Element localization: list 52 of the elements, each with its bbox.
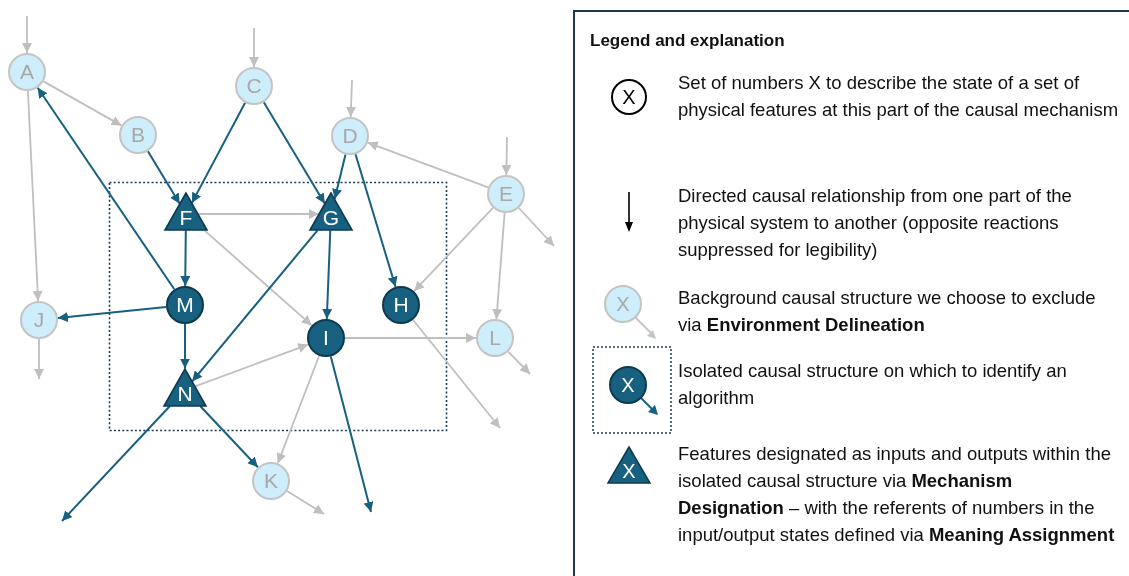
node-letter: M <box>175 294 195 316</box>
symbol-letter: X <box>621 460 637 482</box>
arrow <box>492 212 506 320</box>
arrow <box>366 141 490 189</box>
arrow <box>194 343 310 388</box>
node-letter: L <box>488 327 502 349</box>
node-letter: E <box>498 183 514 205</box>
arrow <box>354 153 398 288</box>
node-letter: F <box>178 207 194 229</box>
legend-text: Directed causal relationship from one part of the physical system to another (opposite reactions suppressed for legibility) <box>678 184 1073 262</box>
symbol-letter: X <box>620 374 636 396</box>
legend-text: Background causal structure we choose to exclude via Environment Delineation <box>678 286 1097 337</box>
node-letter: H <box>392 294 410 316</box>
arrow <box>518 207 555 247</box>
arrow <box>344 333 477 343</box>
arrow <box>286 490 325 515</box>
arrow <box>262 101 326 205</box>
legend-heading: Legend and explanation <box>590 31 785 51</box>
node-letter: I <box>322 327 330 349</box>
arrow <box>413 206 494 293</box>
arrow <box>22 15 32 54</box>
arrow <box>56 305 168 323</box>
node-letter: A <box>19 61 35 83</box>
arrow <box>27 90 43 302</box>
arrow <box>346 79 357 118</box>
arrow <box>203 229 313 327</box>
node-letter: G <box>321 207 341 229</box>
arrow <box>190 101 247 204</box>
arrow <box>197 209 320 219</box>
arrow <box>249 27 259 68</box>
arrow <box>507 350 531 375</box>
arrow <box>180 323 190 370</box>
arrow <box>276 354 321 465</box>
arrow <box>412 318 501 429</box>
arrow <box>332 153 347 200</box>
node-letter: C <box>245 75 263 97</box>
arrow <box>36 86 176 291</box>
node-letter: J <box>32 309 46 331</box>
node-letter: B <box>130 124 146 146</box>
node-letter: K <box>263 470 279 492</box>
arrow <box>42 80 123 127</box>
legend-text: Features designated as inputs and outputs within the isolated causal structure via Mechanism Designation – with the referents of numbers in the input/output states defined via Meaning Assignment <box>678 442 1116 547</box>
arrow <box>501 136 512 176</box>
symbol-letter: X <box>621 86 637 108</box>
legend-text: Isolated causal structure on which to identify an algorithm <box>678 359 1068 410</box>
arrow <box>34 338 44 380</box>
symbol-letter: X <box>615 293 631 315</box>
arrow <box>146 150 181 205</box>
arrow <box>329 355 374 513</box>
node-letter: D <box>341 125 359 147</box>
legend-text: Set of numbers X to describe the state of a set of physical features at this part of the causal mechanism <box>678 71 1120 122</box>
node-letter: N <box>176 383 194 405</box>
